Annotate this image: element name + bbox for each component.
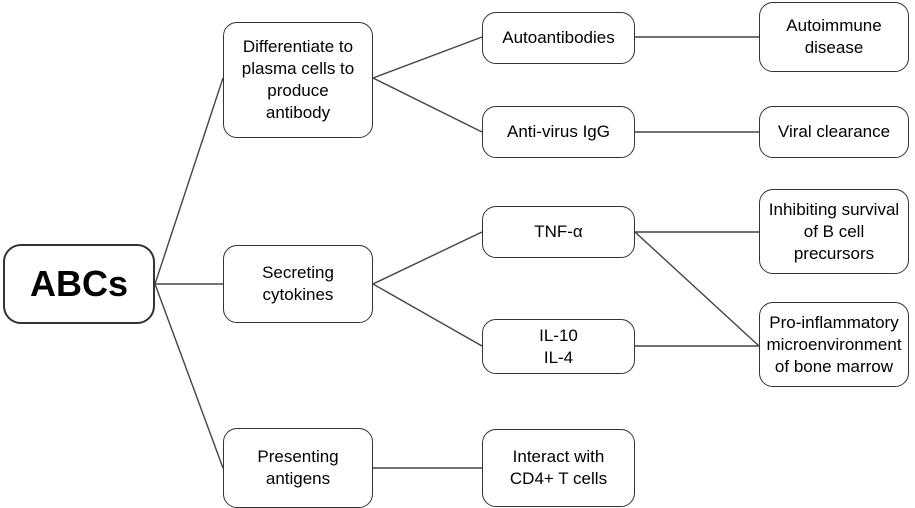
node-il10-il4: IL-10 IL-4: [482, 319, 635, 374]
root-node-abcs: ABCs: [3, 244, 155, 324]
link-root-plasma: [154, 77, 224, 285]
link-tnf-proinflammatory: [634, 231, 760, 347]
link-plasma-antivirus: [372, 77, 483, 133]
link-cytokines-il: [372, 283, 483, 347]
node-autoantibodies: Autoantibodies: [482, 12, 635, 64]
node-differentiate-plasma-cells: Differentiate to plasma cells to produce…: [223, 22, 373, 138]
node-secreting-cytokines: Secreting cytokines: [223, 245, 373, 323]
node-viral-clearance: Viral clearance: [759, 106, 909, 158]
link-root-antigens: [154, 283, 224, 469]
node-interact-cd4-t-cells: Interact with CD4+ T cells: [482, 429, 635, 507]
node-anti-virus-igg: Anti-virus IgG: [482, 106, 635, 158]
link-cytokines-tnf: [372, 231, 483, 285]
node-pro-inflammatory-bone-marrow: Pro-inflammatory microenvironment of bon…: [759, 302, 909, 387]
node-tnf-alpha: TNF-α: [482, 206, 635, 258]
node-inhibiting-survival-b-cell-precursors: Inhibiting survival of B cell precursors: [759, 189, 909, 274]
node-autoimmune-disease: Autoimmune disease: [759, 2, 909, 72]
link-plasma-autoantibodies: [372, 36, 483, 79]
node-presenting-antigens: Presenting antigens: [223, 428, 373, 508]
